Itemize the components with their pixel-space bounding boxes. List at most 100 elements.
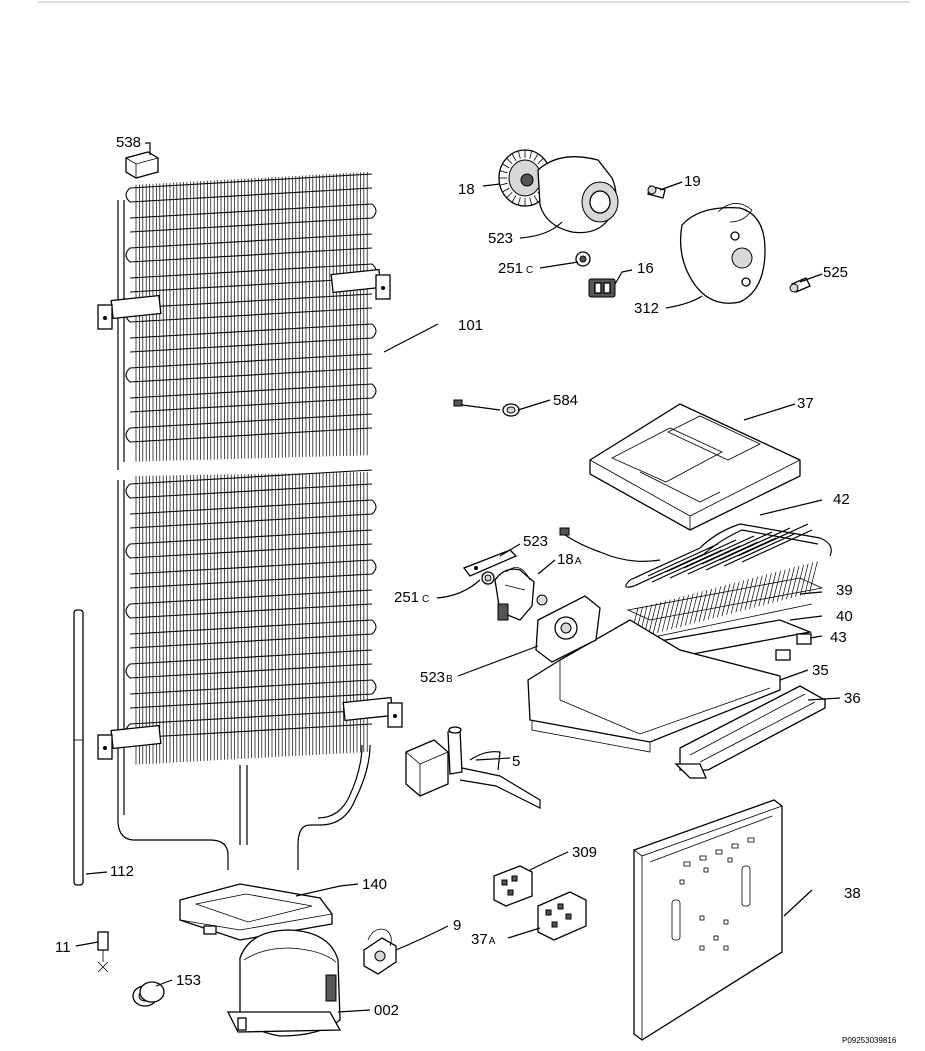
callout-101: 101 [458, 317, 483, 334]
line-art-stroke [772, 570, 781, 603]
drain-tube-112 [73, 609, 84, 886]
line-art-stroke [666, 598, 676, 631]
callout-36: 36 [844, 690, 861, 707]
lamp-19 [647, 185, 666, 199]
line-art-stroke [753, 575, 763, 608]
line-art-stroke [712, 586, 722, 619]
condenser-bracket-top-left [97, 294, 162, 330]
line-art-stroke [703, 588, 712, 621]
line-art-stroke [763, 573, 772, 606]
line-art-stroke [730, 581, 740, 614]
line-art-stroke [629, 603, 813, 643]
filter-drier-11 [97, 931, 109, 973]
line-art-stroke [537, 157, 544, 165]
line-art-stroke [698, 589, 708, 623]
callout-112: 112 [110, 863, 134, 880]
fan-motor-18a [494, 567, 548, 621]
line-art-stroke [767, 571, 777, 605]
fan-gear-251c [575, 251, 591, 267]
callout-16: 16 [637, 260, 654, 277]
line-art-stroke [511, 195, 517, 203]
line-art-stroke [671, 597, 680, 630]
condenser-clip-538 [125, 142, 159, 179]
drain-channel-36 [674, 685, 826, 779]
line-art-stroke [533, 153, 539, 161]
line-art-stroke [744, 577, 754, 611]
condenser-bracket-bottom-left [97, 724, 162, 760]
callout-309: 309 [572, 844, 597, 861]
line-art-stroke [721, 583, 731, 617]
line-art-stroke [529, 150, 533, 159]
callout-37a: 37A [471, 931, 496, 948]
valve-5 [405, 726, 541, 809]
relay-9 [363, 928, 397, 975]
line-art-stroke [749, 576, 758, 609]
leader-lines [75, 181, 841, 1013]
evaporator-heater-42 [559, 523, 832, 588]
fan-grille-523b [535, 595, 601, 663]
callout-39: 39 [836, 582, 853, 599]
callout-18a: 18A [557, 551, 582, 568]
callout-523b: 523B [420, 669, 453, 686]
line-art-stroke [657, 600, 666, 633]
callout-002: 002 [374, 1002, 399, 1019]
callout-43: 43 [830, 629, 847, 646]
compressor-tray-140 [179, 883, 333, 941]
line-art-stroke [499, 170, 508, 174]
line-art-stroke [684, 593, 694, 626]
callout-312: 312 [634, 300, 659, 317]
line-art-stroke [717, 585, 726, 618]
control-board-37a [537, 891, 587, 941]
line-art-stroke [675, 595, 685, 629]
callout-523-bracket: 523 [523, 533, 548, 550]
condenser-bracket-bottom-right [342, 696, 403, 728]
line-art-stroke [786, 567, 795, 600]
line-art-stroke [517, 150, 521, 159]
evaporator-cover-37 [589, 403, 801, 531]
line-art-stroke [626, 577, 824, 621]
diagram-code: P09253039816 [842, 1036, 897, 1045]
fan-motor-18 [498, 149, 552, 207]
callout-11: 11 [55, 939, 71, 956]
compressor-002 [226, 929, 342, 1037]
line-art-stroke [499, 182, 508, 186]
callout-37: 37 [797, 395, 814, 412]
line-art-stroke [758, 574, 768, 607]
control-board-309 [493, 865, 533, 907]
callout-38: 38 [844, 885, 861, 902]
callout-153: 153 [176, 972, 201, 989]
callout-538: 538 [116, 134, 141, 151]
line-art-stroke [506, 157, 513, 165]
line-art-stroke [517, 197, 521, 206]
line-art-stroke [790, 565, 800, 599]
line-art-stroke [707, 587, 717, 620]
line-art-stroke [776, 569, 786, 602]
line-art-stroke [726, 582, 735, 615]
line-art-stroke [740, 579, 749, 612]
fan-housing-523 [537, 156, 619, 234]
condenser-coil [97, 171, 403, 870]
line-art-stroke [625, 523, 832, 588]
line-art-stroke [511, 153, 517, 161]
line-art-stroke [735, 580, 745, 613]
callout-525: 525 [823, 264, 848, 281]
callout-35: 35 [812, 662, 829, 679]
bulb-525 [789, 277, 811, 293]
callout-9: 9 [453, 917, 461, 934]
grommet-153 [132, 981, 165, 1007]
line-art-stroke [652, 601, 662, 635]
line-art-stroke [661, 599, 671, 632]
callout-19: 19 [684, 173, 701, 190]
callout-140: 140 [362, 876, 387, 893]
line-art-stroke [680, 594, 689, 627]
grommet-251c [481, 571, 495, 585]
callout-584: 584 [553, 392, 578, 409]
callout-523-fan-housing: 523 [488, 230, 513, 247]
line-art-stroke [804, 562, 814, 595]
condenser-bracket-top-right [330, 268, 391, 300]
line-art-stroke [689, 592, 699, 625]
switch-16 [588, 278, 616, 298]
